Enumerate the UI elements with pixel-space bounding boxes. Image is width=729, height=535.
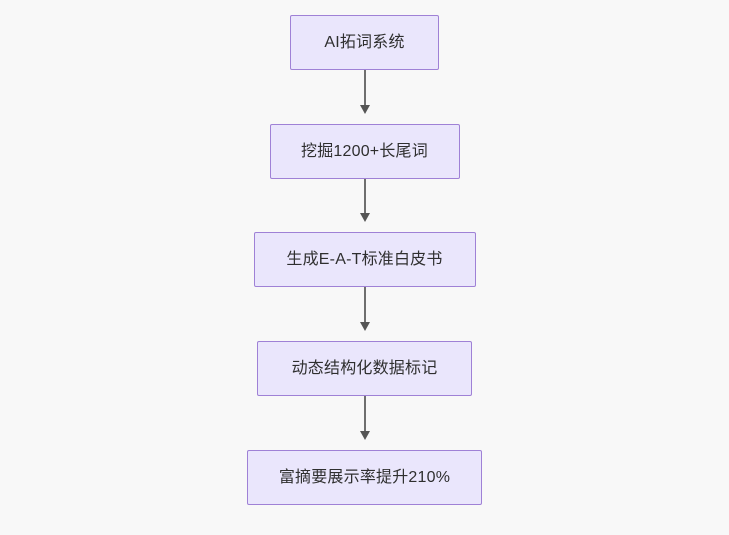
- arrow-head-down-icon: [359, 105, 370, 114]
- flow-node-ai-keyword-system[interactable]: AI拓词系统: [290, 15, 439, 70]
- edge-line-icon: [363, 287, 366, 323]
- edge-line-icon: [363, 396, 366, 432]
- flow-node-rich-snippet-uplift[interactable]: 富摘要展示率提升210%: [247, 450, 482, 505]
- arrow-head-down-icon: [359, 213, 370, 222]
- flow-edge-4: [359, 396, 370, 450]
- flow-node-row-4: 动态结构化数据标记: [257, 341, 472, 396]
- flow-edge-2: [359, 179, 370, 232]
- arrow-head-down-icon: [359, 431, 370, 440]
- flow-node-row-5: 富摘要展示率提升210%: [247, 450, 482, 505]
- flow-node-row-3: 生成E-A-T标准白皮书: [253, 232, 476, 287]
- flow-edge-1: [359, 70, 370, 124]
- flow-node-row-2: 挖掘1200+长尾词: [269, 124, 460, 179]
- edge-line-icon: [363, 179, 366, 214]
- arrow-head-down-icon: [359, 322, 370, 331]
- flow-node-row-1: AI拓词系统: [290, 15, 439, 70]
- flow-edge-3: [359, 287, 370, 341]
- flow-node-structured-data-markup[interactable]: 动态结构化数据标记: [257, 341, 472, 396]
- edge-line-icon: [363, 70, 366, 106]
- flow-node-eat-whitepaper[interactable]: 生成E-A-T标准白皮书: [253, 232, 476, 287]
- flow-node-longtail-keywords[interactable]: 挖掘1200+长尾词: [269, 124, 460, 179]
